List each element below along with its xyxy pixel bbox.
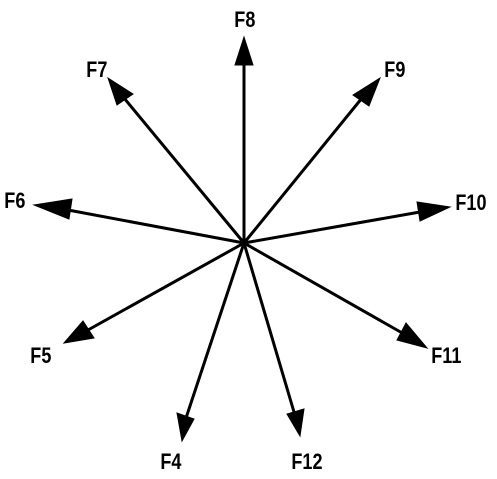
vector-f4-arrowhead [176, 412, 195, 443]
vector-f8-arrowhead [234, 35, 254, 66]
vector-f11-label: F11 [431, 344, 461, 368]
vector-f5: F5 [30, 241, 245, 368]
vector-f11: F11 [243, 241, 461, 368]
vector-f7-arrowhead [107, 76, 134, 106]
vector-f5-shaft [87, 241, 245, 332]
vector-f8-label: F8 [234, 8, 255, 32]
vector-f6-label: F6 [4, 189, 25, 213]
vector-f9: F9 [242, 58, 405, 244]
vector-f8: F8 [234, 8, 255, 243]
vector-f11-arrowhead [396, 322, 429, 349]
vector-f12-shaft [242, 242, 296, 413]
vector-f12: F12 [242, 242, 322, 474]
vector-f10: F10 [243, 191, 486, 245]
vector-f7-shaft [122, 97, 246, 244]
vector-f4-shaft [184, 242, 246, 419]
vector-f12-arrowhead [286, 408, 305, 438]
vector-f10-arrowhead [416, 201, 452, 222]
vector-f4: F4 [160, 242, 246, 474]
vector-f11-shaft [243, 241, 405, 336]
vector-f7: F7 [86, 58, 246, 244]
vector-f12-label: F12 [291, 450, 322, 474]
vector-f6-shaft [67, 208, 245, 245]
vector-f9-shaft [242, 97, 364, 244]
vector-f9-arrowhead [352, 76, 382, 107]
vector-f5-arrowhead [62, 320, 95, 344]
vector-f10-shaft [243, 210, 421, 245]
vector-f10-label: F10 [455, 191, 486, 215]
vector-f4-label: F4 [160, 450, 182, 474]
vector-f6-arrowhead [32, 198, 73, 220]
vector-f6: F6 [4, 189, 245, 245]
vector-f7-label: F7 [86, 58, 107, 82]
vector-f9-label: F9 [384, 58, 405, 82]
vector-f5-label: F5 [30, 344, 51, 368]
